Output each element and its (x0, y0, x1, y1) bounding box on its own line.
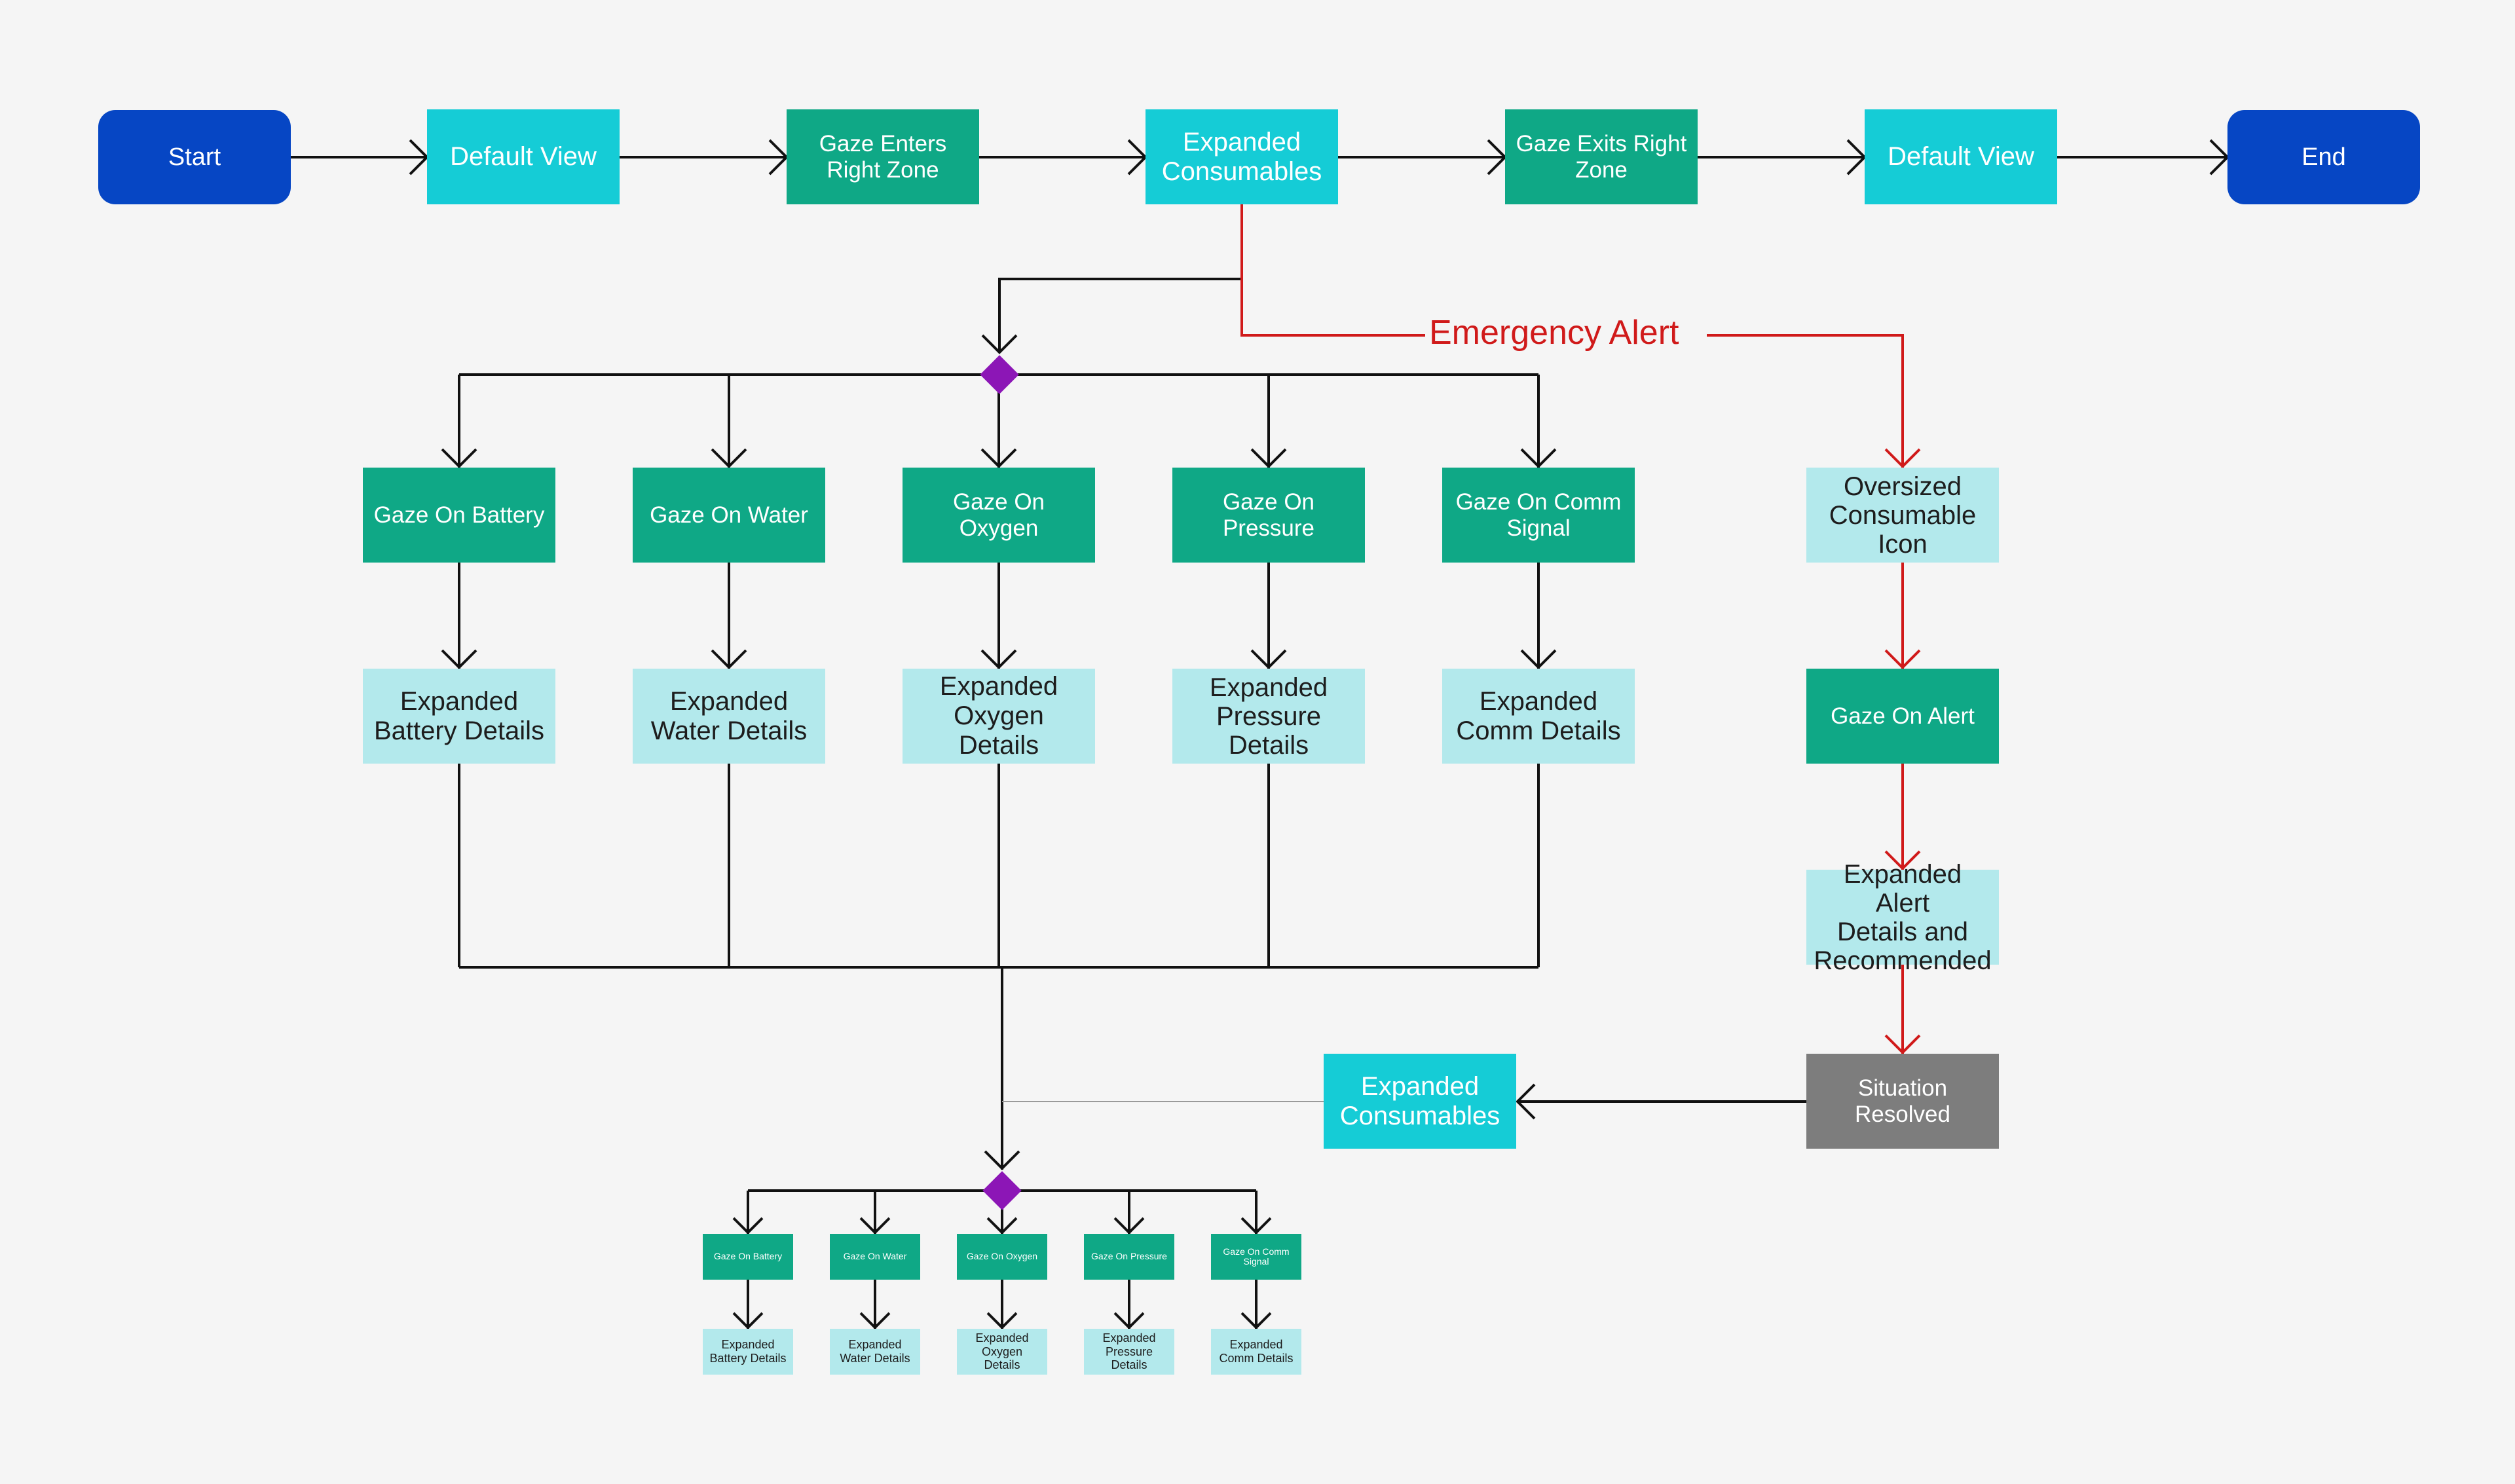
gaze-on-comm-signal-node[interactable]: Gaze On Comm Signal (1442, 468, 1635, 563)
arrowhead-13 (1250, 448, 1287, 468)
arrowhead-8 (441, 649, 477, 669)
arrowhead-24 (732, 1312, 764, 1329)
arrowhead-20 (1884, 850, 1921, 870)
mini-expanded-oxygen-details-node[interactable]: Expanded Oxygen Details (957, 1329, 1047, 1375)
gaze-on-alert-node[interactable]: Gaze On Alert (1806, 669, 1999, 764)
gaze-on-oxygen-node[interactable]: Gaze On Oxygen (903, 468, 1095, 563)
default-view-node-1[interactable]: Default View (427, 109, 620, 204)
emergency-edge-left (1240, 204, 1425, 337)
arrowhead-9 (711, 448, 747, 468)
emergency-alert-label: Emergency Alert (1425, 313, 1683, 352)
mini-expanded-water-details-node[interactable]: Expanded Water Details (830, 1329, 920, 1375)
arrowhead-23 (732, 1217, 764, 1234)
arrowhead-12 (980, 649, 1017, 669)
mini-gaze-on-comm-signal-node[interactable]: Gaze On Comm Signal (1211, 1234, 1301, 1280)
end-node[interactable]: End (2227, 110, 2420, 204)
arrowhead-26 (859, 1312, 891, 1329)
arrowhead-19 (1884, 649, 1921, 669)
arrowhead-14 (1250, 649, 1287, 669)
expanded-pressure-details-node[interactable]: Expanded Pressure Details (1172, 669, 1365, 764)
mini-gaze-on-oxygen-node[interactable]: Gaze On Oxygen (957, 1234, 1047, 1280)
gaze-on-water-node[interactable]: Gaze On Water (633, 468, 825, 563)
arrowhead-32 (1240, 1312, 1272, 1329)
expanded-consumables-node[interactable]: Expanded Consumables (1146, 109, 1338, 204)
gaze-on-battery-node[interactable]: Gaze On Battery (363, 468, 555, 563)
situation-resolved-node[interactable]: Situation Resolved (1806, 1054, 1999, 1149)
start-node[interactable]: Start (98, 110, 291, 204)
mini-gaze-on-water-node[interactable]: Gaze On Water (830, 1234, 920, 1280)
arrowhead-30 (1113, 1312, 1145, 1329)
arrowhead-29 (1113, 1217, 1145, 1234)
gaze-enters-right-zone-node[interactable]: Gaze Enters Right Zone (787, 109, 979, 204)
mini-gaze-on-pressure-node[interactable]: Gaze On Pressure (1084, 1234, 1174, 1280)
emergency-edge-right (1707, 334, 1904, 468)
arrowhead-6 (981, 334, 1018, 354)
expanded-comm-details-node[interactable]: Expanded Comm Details (1442, 669, 1635, 764)
arrowhead-11 (980, 448, 1017, 468)
arrowhead-18 (1884, 448, 1921, 468)
expanded-alert-details-node[interactable]: Expanded Alert Details and Recommended (1806, 860, 1999, 975)
mini-expanded-pressure-details-node[interactable]: Expanded Pressure Details (1084, 1329, 1174, 1375)
arrowhead-7 (441, 448, 477, 468)
arrowhead-25 (859, 1217, 891, 1234)
expanded-consumables-return-node[interactable]: Expanded Consumables (1324, 1054, 1516, 1149)
expanded-water-details-node[interactable]: Expanded Water Details (633, 669, 825, 764)
arrowhead-10 (711, 649, 747, 669)
gaze-on-pressure-node[interactable]: Gaze On Pressure (1172, 468, 1365, 563)
expanded-oxygen-details-node[interactable]: Expanded Oxygen Details (903, 669, 1095, 764)
consumables-to-decision-edge (998, 204, 1243, 352)
oversized-consumable-icon-node[interactable]: Oversized Consumable Icon (1806, 468, 1999, 563)
arrowhead-21 (1884, 1034, 1921, 1054)
expanded-battery-details-node[interactable]: Expanded Battery Details (363, 669, 555, 764)
arrowhead-22 (1516, 1083, 1536, 1120)
arrowhead-27 (986, 1217, 1018, 1234)
arrowhead-15 (1520, 448, 1557, 468)
mini-gaze-on-battery-node[interactable]: Gaze On Battery (703, 1234, 793, 1280)
arrowhead-16 (1520, 649, 1557, 669)
mini-expanded-battery-details-node[interactable]: Expanded Battery Details (703, 1329, 793, 1375)
mini-expanded-comm-details-node[interactable]: Expanded Comm Details (1211, 1329, 1301, 1375)
gaze-exits-right-zone-node[interactable]: Gaze Exits Right Zone (1505, 109, 1698, 204)
arrowhead-28 (986, 1312, 1018, 1329)
arrowhead-31 (1240, 1217, 1272, 1234)
default-view-node-2[interactable]: Default View (1865, 109, 2057, 204)
arrowhead-17 (984, 1150, 1020, 1170)
